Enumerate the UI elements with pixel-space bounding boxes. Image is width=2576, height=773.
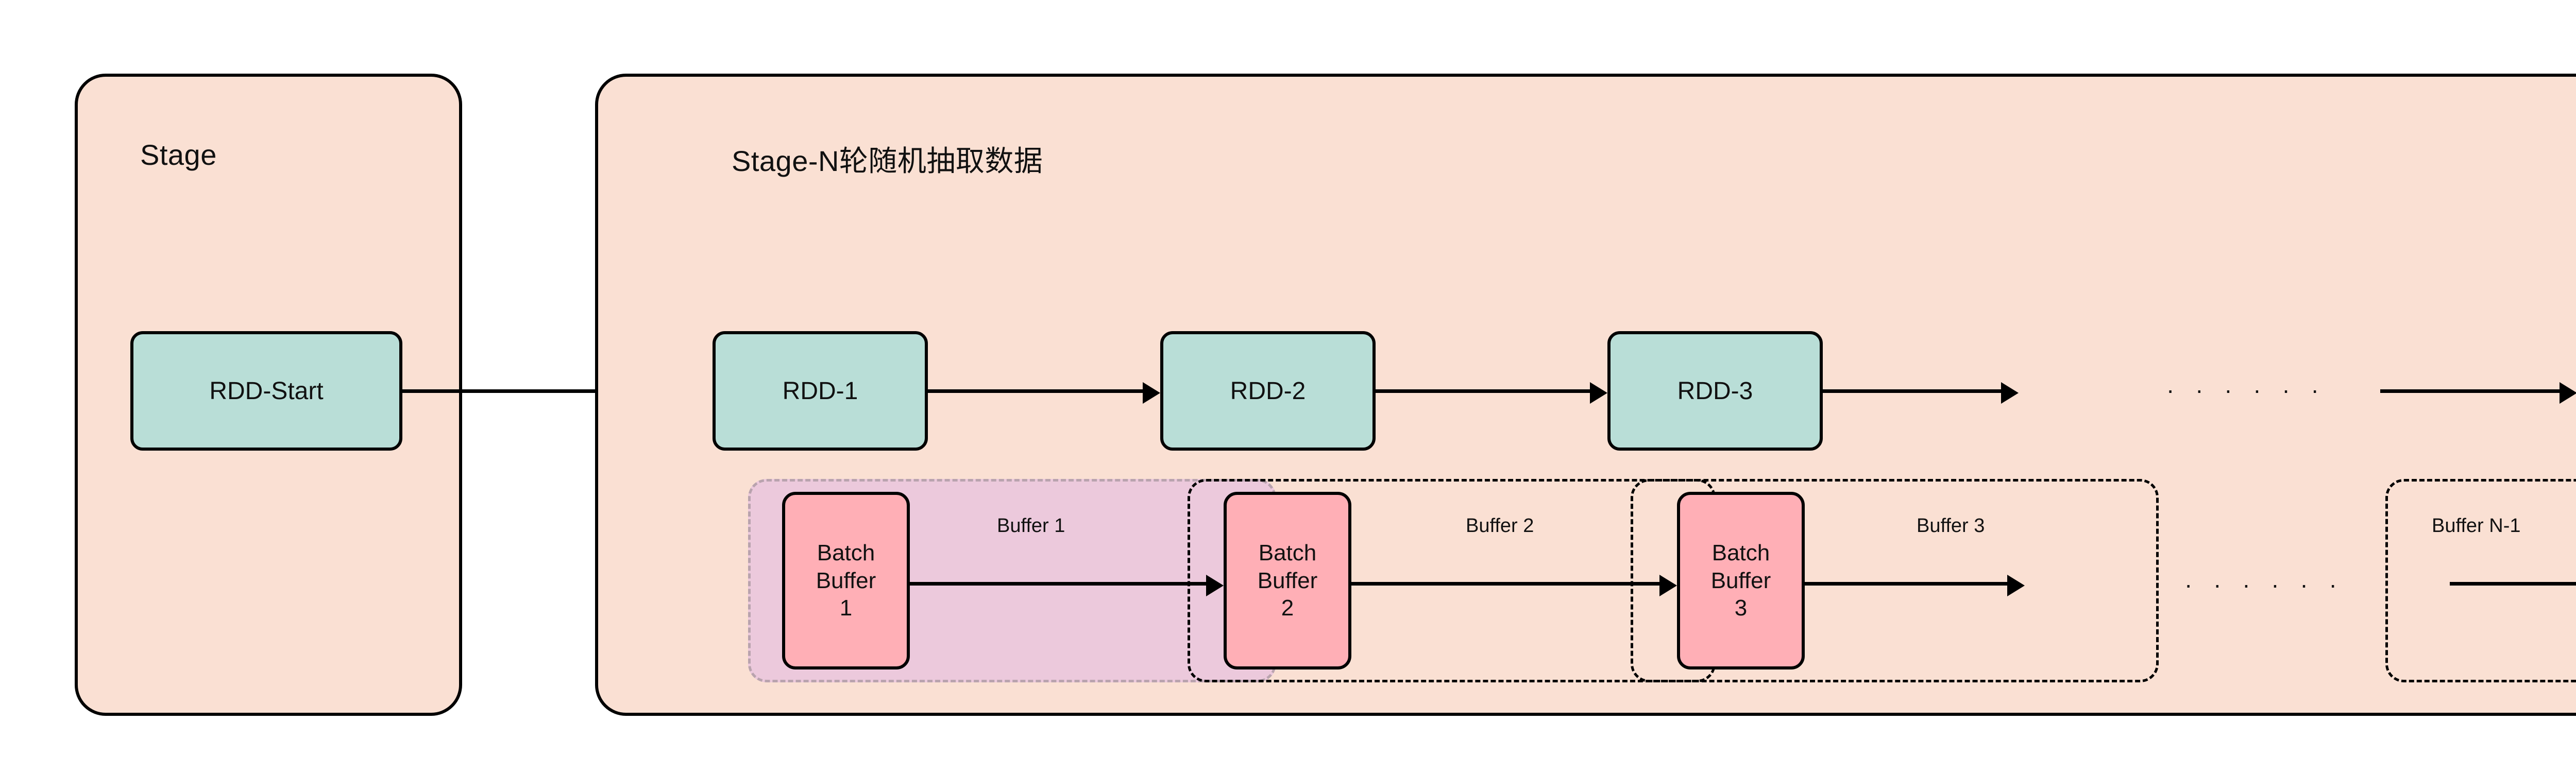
rdd-row-ellipsis: · · · · · · [2166,376,2326,403]
batch-buffer-node-3-line2: Buffer [1710,568,1771,593]
arrow-head [2560,382,2576,404]
buffer-region-2-label: Buffer 2 [1466,515,1534,537]
rdd-node-3[interactable]: RDD-3 [1607,331,1823,451]
buffer-region-n-1-label: Buffer N-1 [2432,515,2521,537]
arrow-line [1823,389,2001,393]
arrow-head [1143,382,1160,404]
batch-buffer-node-2-line2: Buffer [1257,568,1318,593]
arrow-line [1376,389,1590,393]
arrow-head [1659,575,1677,596]
arrow-head [1590,382,1607,404]
rdd-node-1[interactable]: RDD-1 [713,331,928,451]
batch-buffer-node-2-line3: 2 [1281,595,1294,621]
batch-buffer-node-3-line3: 3 [1734,595,1748,621]
batch-buffer-node-2[interactable]: Batch Buffer 2 [1224,492,1351,669]
arrow-line [402,389,695,393]
arrow-line [910,582,1206,586]
buffer-region-1-label: Buffer 1 [997,515,1065,537]
buffer-row-ellipsis: · · · · · · [2184,571,2344,598]
batch-buffer-node-3-line1: Batch [1711,540,1770,565]
batch-buffer-node-1-line3: 1 [839,595,853,621]
left-stage-title: Stage [140,139,217,171]
batch-buffer-node-2-line1: Batch [1258,540,1317,565]
arrow-line [928,389,1143,393]
arrow-line [2380,389,2560,393]
arrow-line [1351,582,1659,586]
arrow-line [2450,582,2576,586]
middle-stage-title: Stage-N轮随机抽取数据 [732,145,1043,177]
buffer-region-3-label: Buffer 3 [1917,515,1985,537]
arrow-head [2001,382,2019,404]
buffer-region-3 [1631,479,2159,682]
buffer-region-n-1 [2385,479,2576,682]
batch-buffer-node-1-line1: Batch [817,540,875,565]
arrow-head [1206,575,1224,596]
batch-buffer-node-1[interactable]: Batch Buffer 1 [782,492,910,669]
rdd-node-2[interactable]: RDD-2 [1160,331,1376,451]
rdd-start-node[interactable]: RDD-Start [130,331,402,451]
batch-buffer-node-1-line2: Buffer [816,568,876,593]
arrow-line [1805,582,2007,586]
arrow-head [2007,575,2025,596]
batch-buffer-node-3[interactable]: Batch Buffer 3 [1677,492,1805,669]
